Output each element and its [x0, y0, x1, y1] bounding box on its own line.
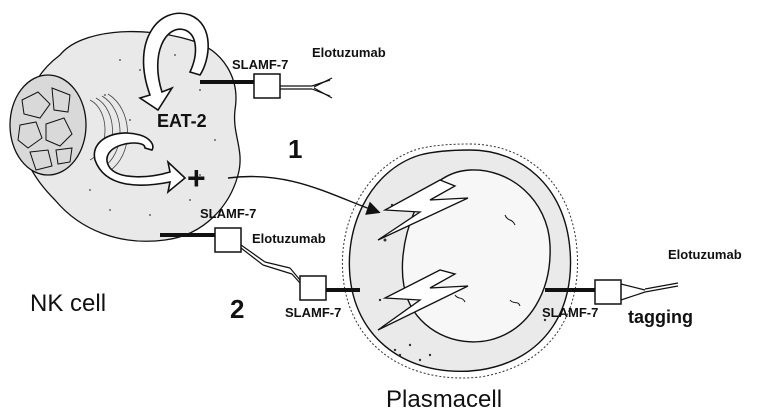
nucleus-squiggle: [509, 299, 521, 307]
step-1-label: 1: [288, 134, 303, 164]
elotuzumab-antibody-right: [620, 282, 679, 301]
eat2-label: EAT-2: [157, 111, 207, 131]
signal-arrow-to-plasmacell: [227, 175, 381, 215]
slamf7-label-top: SLAMF-7: [232, 57, 289, 72]
nucleus-squiggle: [504, 214, 516, 226]
elotuzumab-label-mid: Elotuzumab: [252, 231, 326, 246]
elotuzumab-label-right: Elotuzumab: [668, 247, 742, 262]
nucleus-squiggle: [454, 294, 466, 303]
step-2-label: 2: [230, 294, 245, 324]
plasmacell-rim: [341, 143, 579, 379]
elotuzumab-label-top: Elotuzumab: [312, 45, 386, 60]
slamf7-label-left: SLAMF-7: [200, 206, 257, 221]
slamf7-receptor-bottom: [299, 275, 360, 301]
lightning-bolt-top: [377, 179, 469, 241]
plus-sign: +: [187, 160, 206, 196]
nk-nucleus: [9, 74, 87, 176]
activation-curved-arrow: [93, 132, 187, 195]
eat2-curved-arrow: [138, 12, 209, 112]
slamf7-receptor-right: [545, 279, 622, 305]
slamf7-label-right: SLAMF-7: [542, 305, 599, 320]
elotuzumab-bridge: [240, 244, 301, 284]
slamf7-label-bottom: SLAMF-7: [285, 305, 342, 320]
plasmacell-caption: Plasmacell: [386, 386, 503, 413]
elotuzumab-antibody-top: [280, 77, 333, 99]
lightning-bolt-bottom: [377, 269, 469, 331]
slamf7-receptor-left: [160, 227, 242, 253]
tagging-label: tagging: [628, 307, 693, 327]
nk-cell-caption: NK cell: [30, 290, 107, 317]
